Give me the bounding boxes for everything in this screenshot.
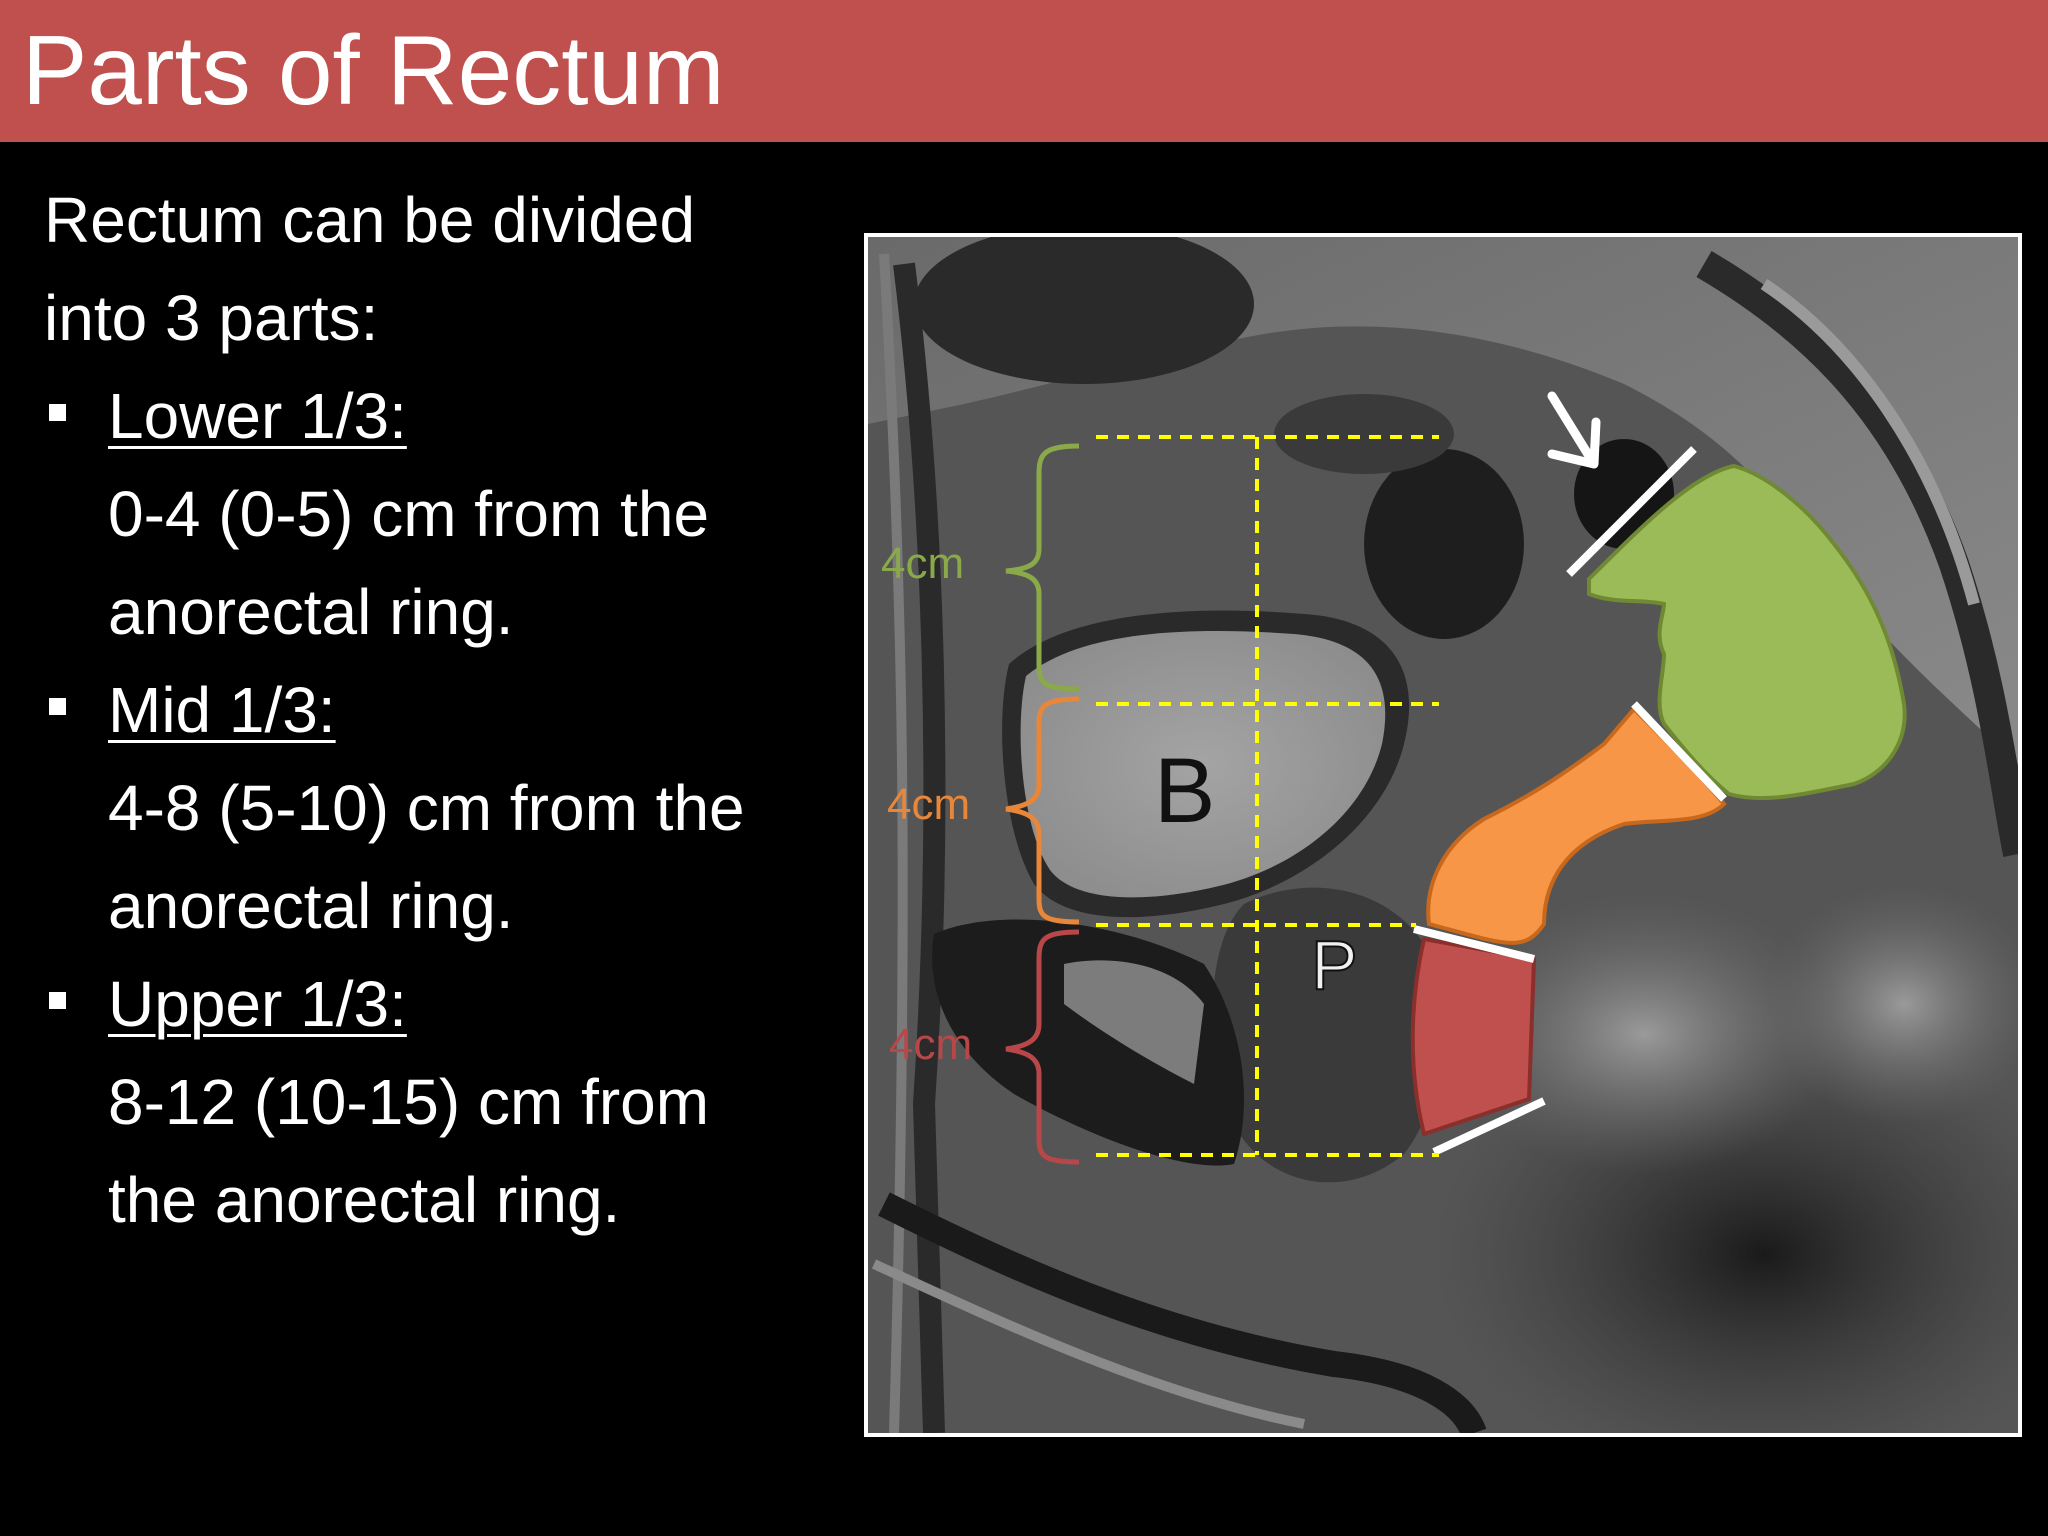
bracket-mid	[1005, 696, 1080, 925]
part-lower-heading: Lower 1/3:	[108, 380, 407, 452]
label-4cm-lower: 4cm	[889, 1020, 972, 1069]
boundary-line-bottom	[1432, 1097, 1546, 1156]
perineum-edge	[871, 1259, 1305, 1429]
bullet-mid	[49, 698, 66, 715]
part-upper-line-1: 8-12 (10-15) cm from	[108, 1066, 710, 1138]
part-mid-heading: Mid 1/3:	[108, 674, 336, 746]
bracket-lower	[1005, 929, 1080, 1165]
intro-line-1: Rectum can be divided	[44, 184, 696, 256]
bowel-loop-1	[914, 237, 1254, 384]
part-lower-line-1: 0-4 (0-5) cm from the	[108, 478, 710, 550]
bladder	[1020, 630, 1386, 898]
part-upper-line-2: the anorectal ring.	[108, 1164, 621, 1236]
mri-svg: 4cm 4cm 4cm B P	[868, 237, 2018, 1433]
abdominal-wall	[893, 262, 946, 1433]
intro-line-2: into 3 parts:	[44, 282, 379, 354]
segment-upper-green	[1587, 463, 1907, 801]
sacrum-edge	[1760, 279, 1980, 606]
arrow-icon	[1547, 391, 1601, 469]
part-mid-line-1: 4-8 (5-10) cm from the	[108, 772, 745, 844]
perineum-curve	[878, 1192, 1487, 1433]
bracket-upper	[1005, 443, 1080, 692]
label-prostate: P	[1311, 926, 1358, 1004]
title-bar: Parts of Rectum	[0, 0, 2048, 142]
label-4cm-mid: 4cm	[887, 780, 970, 829]
pubic-bright	[1064, 960, 1204, 1084]
bowel-loop-4	[1274, 394, 1454, 474]
segment-mid-orange	[1426, 706, 1727, 945]
part-mid-line-2: anorectal ring.	[108, 870, 514, 942]
bullet-upper	[49, 992, 66, 1009]
boundary-line-upper-mid	[1631, 701, 1727, 802]
slide-title: Parts of Rectum	[22, 15, 725, 125]
gluteal-bright-2	[1764, 884, 2018, 1124]
upper-soft-tissue	[868, 237, 2018, 764]
bullet-lower	[49, 404, 66, 421]
segment-lower-red	[1410, 936, 1537, 1137]
boundary-line-top	[1566, 446, 1697, 577]
bowel-loop-2	[1364, 449, 1524, 639]
guide-lines	[1096, 435, 1439, 1157]
mri-figure: 4cm 4cm 4cm B P	[864, 233, 2022, 1437]
label-bladder: B	[1154, 740, 1215, 842]
part-lower-line-2: anorectal ring.	[108, 576, 514, 648]
sacrum-curve	[1696, 251, 2018, 857]
part-upper-heading: Upper 1/3:	[108, 968, 407, 1040]
prostate	[1212, 887, 1442, 1183]
label-4cm-upper: 4cm	[881, 539, 964, 588]
boundary-line-mid-lower	[1413, 925, 1535, 963]
